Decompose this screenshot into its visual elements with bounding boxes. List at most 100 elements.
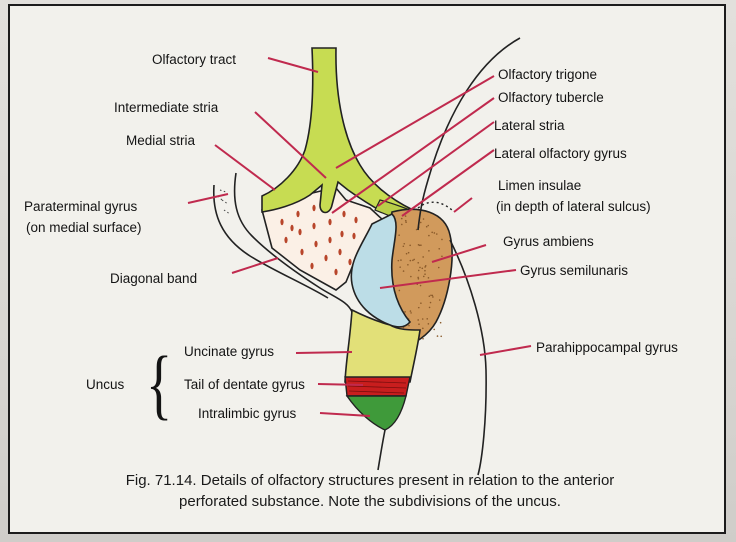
- perforation-dot: [324, 255, 327, 261]
- label-gyrus-ambiens: Gyrus ambiens: [503, 234, 594, 249]
- ambiens-stipple: [412, 260, 414, 262]
- label-olfactory-tubercle: Olfactory tubercle: [498, 90, 604, 105]
- label-limen-insulae: Limen insulae: [498, 178, 581, 193]
- ambiens-stipple: [410, 312, 412, 314]
- ambiens-stipple: [428, 235, 430, 237]
- label-paraterminal-gyrus: Paraterminal gyrus: [24, 199, 138, 214]
- label-parahippocampal-gyrus: Parahippocampal gyrus: [536, 340, 678, 355]
- ambiens-stipple: [418, 270, 420, 272]
- limen-insulae-dash: [418, 202, 452, 210]
- ambiens-stipple: [430, 302, 432, 304]
- ambiens-stipple: [438, 267, 440, 269]
- ambiens-stipple: [426, 226, 428, 228]
- ambiens-stipple: [399, 290, 401, 292]
- label-gyrus-semilunaris: Gyrus semilunaris: [520, 263, 628, 278]
- ambiens-stipple: [403, 245, 405, 247]
- perforation-dot: [352, 233, 355, 239]
- perforation-dot: [354, 217, 357, 223]
- ambiens-stipple: [441, 239, 443, 241]
- ambiens-stipple: [418, 323, 420, 325]
- perforation-dot: [328, 237, 331, 243]
- ambiens-stipple: [436, 233, 438, 235]
- perforation-dot: [280, 219, 283, 225]
- perforation-dot: [312, 205, 315, 211]
- ambiens-stipple: [418, 307, 420, 309]
- ambiens-stipple: [417, 277, 419, 279]
- perforation-dot: [334, 269, 337, 275]
- ambiens-stipple: [441, 255, 443, 257]
- label-paraterminal-gyrus-note: (on medial surface): [26, 220, 142, 235]
- label-uncinate-gyrus: Uncinate gyrus: [184, 344, 274, 359]
- uncus-brace: {: [146, 340, 172, 427]
- label-olfactory-trigone: Olfactory trigone: [498, 67, 597, 82]
- ambiens-stipple: [398, 260, 400, 262]
- ambiens-stipple: [400, 259, 402, 261]
- perforation-dot: [290, 225, 293, 231]
- label-medial-stria: Medial stria: [126, 133, 196, 148]
- label-diagonal-band: Diagonal band: [110, 271, 197, 286]
- label-lateral-stria: Lateral stria: [494, 118, 565, 133]
- ambiens-stipple: [426, 318, 428, 320]
- ambiens-stipple: [416, 229, 418, 231]
- ambiens-stipple: [408, 252, 410, 254]
- ambiens-stipple: [423, 218, 425, 220]
- perforation-dot: [300, 249, 303, 255]
- ambiens-stipple: [406, 253, 408, 255]
- ambiens-stipple: [419, 267, 421, 269]
- perforation-dot: [298, 229, 301, 235]
- ambiens-stipple: [428, 323, 430, 325]
- ambiens-stipple: [428, 250, 430, 252]
- uncus-medial-outline: [378, 430, 385, 470]
- ambiens-stipple: [437, 335, 439, 337]
- ambiens-stipple: [424, 270, 426, 272]
- perforation-dot: [284, 237, 287, 243]
- ambiens-stipple: [408, 325, 410, 327]
- ambiens-stipple: [428, 277, 430, 279]
- ambiens-stipple: [420, 222, 422, 224]
- ambiens-stipple: [417, 319, 419, 321]
- label-intermediate-stria: Intermediate stria: [114, 100, 219, 115]
- ambiens-stipple: [423, 276, 425, 278]
- label-limen-insulae-note: (in depth of lateral sulcus): [496, 199, 651, 214]
- ambiens-stipple: [440, 335, 442, 337]
- ambiens-stipple: [432, 296, 434, 298]
- ambiens-stipple: [405, 221, 407, 223]
- ambiens-stipple: [405, 220, 407, 222]
- ambiens-stipple: [413, 259, 415, 261]
- ambiens-stipple: [410, 260, 412, 262]
- label-olfactory-tract: Olfactory tract: [152, 52, 236, 67]
- perforation-dot: [296, 211, 299, 217]
- paraterminal-stipple: [218, 190, 230, 214]
- perforation-dot: [314, 241, 317, 247]
- ambiens-stipple: [422, 318, 424, 320]
- figure-caption: Fig. 71.14. Details of olfactory structu…: [30, 470, 710, 512]
- perforation-dot: [342, 211, 345, 217]
- ambiens-stipple: [440, 322, 442, 324]
- ambiens-stipple: [407, 264, 409, 266]
- ambiens-stipple: [409, 245, 411, 247]
- ambiens-stipple: [422, 256, 424, 258]
- ambiens-stipple: [403, 243, 405, 245]
- ambiens-stipple: [424, 273, 426, 275]
- ambiens-stipple: [439, 299, 441, 301]
- perforation-dot: [310, 263, 313, 269]
- ambiens-stipple: [401, 224, 403, 226]
- ambiens-stipple: [401, 218, 403, 220]
- ambiens-stipple: [425, 265, 427, 267]
- ambiens-stipple: [410, 310, 412, 312]
- ambiens-stipple: [403, 270, 405, 272]
- ambiens-stipple: [430, 294, 432, 296]
- ambiens-stipple: [421, 267, 423, 269]
- perforation-dot: [312, 223, 315, 229]
- ambiens-stipple: [422, 328, 424, 330]
- perforation-dot: [328, 219, 331, 225]
- ambiens-stipple: [433, 329, 435, 331]
- ambiens-stipple: [420, 302, 422, 304]
- label-lateral-olfactory-gyrus: Lateral olfactory gyrus: [494, 146, 627, 161]
- ambiens-stipple: [427, 225, 429, 227]
- ambiens-stipple: [438, 248, 440, 250]
- ambiens-stipple: [419, 244, 421, 246]
- ambiens-stipple: [431, 232, 433, 234]
- ambiens-stipple: [429, 295, 431, 297]
